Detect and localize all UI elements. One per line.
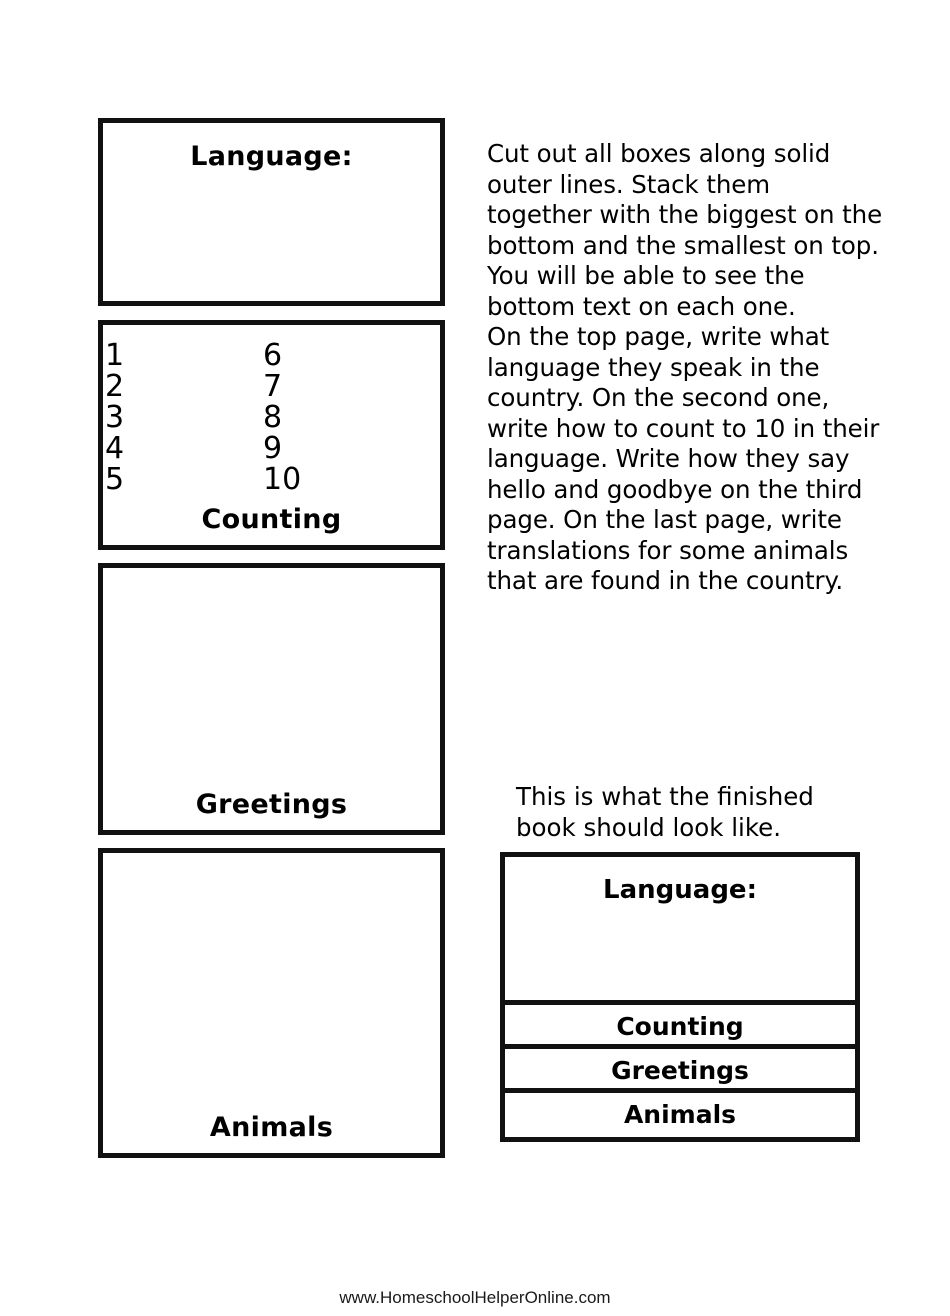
instruction-line: page. On the last page, write	[487, 505, 842, 534]
instruction-line: together with the biggest on the	[487, 200, 883, 229]
instruction-line: country. On the second one,	[487, 383, 830, 412]
finished-book-strip-counting: Counting	[505, 1005, 855, 1049]
count-number: 1	[105, 338, 125, 373]
cut-box-counting: 1 2 3 4 5 6 7 8 9 10 Counting	[98, 320, 445, 550]
instruction-line: hello and goodbye on the third	[487, 474, 863, 504]
instruction-line: Cut out all boxes along solid	[487, 139, 831, 168]
count-number: 8	[263, 399, 283, 435]
count-number: 10	[263, 461, 302, 497]
count-number: 4	[105, 430, 125, 466]
instruction-line: language. Write how they say	[487, 444, 850, 473]
instruction-line: outer lines. Stack them	[487, 169, 771, 199]
finished-book-caption: This is what the finished book should lo…	[516, 782, 876, 844]
count-number: 3	[105, 399, 125, 435]
instruction-line: that are found in the country.	[487, 566, 844, 595]
footer-website-url: www.HomeschoolHelperOnline.com	[339, 1288, 611, 1307]
finished-note-line: This is what the finished	[516, 782, 814, 811]
counting-column-right: 6 7 8 9 10	[263, 338, 302, 497]
cut-box-animals: Animals	[98, 848, 445, 1158]
greetings-box-label: Greetings	[195, 789, 348, 820]
cut-box-greetings: Greetings	[98, 563, 445, 835]
instruction-line: bottom text on each one.	[487, 291, 796, 321]
count-number: 5	[105, 461, 125, 497]
count-number: 6	[263, 338, 283, 373]
animals-box-label: Animals	[209, 1112, 334, 1143]
counting-number-columns: 1 2 3 4 5 6 7 8 9 10	[103, 340, 440, 494]
counting-box-label: Counting	[201, 504, 342, 535]
counting-column-left: 1 2 3 4 5	[105, 338, 125, 497]
cut-box-language: Language:	[98, 118, 445, 306]
instruction-line: language they speak in the	[487, 352, 820, 382]
finished-book-cover: Language:	[505, 857, 855, 1005]
count-number: 2	[105, 368, 125, 404]
finished-book-cover-title: Language:	[603, 875, 757, 905]
finished-book-diagram: Language: Counting Greetings Animals	[500, 852, 860, 1142]
instruction-line: write how to count to 10 in their	[487, 413, 880, 443]
instruction-line: translations for some animals	[487, 535, 849, 565]
instruction-line: bottom and the smallest on top.	[487, 230, 879, 260]
finished-note-line: book should look like.	[516, 812, 782, 842]
finished-book-strip-animals: Animals	[505, 1093, 855, 1137]
count-number: 9	[263, 430, 283, 466]
instruction-line: You will be able to see the	[487, 261, 805, 290]
finished-book-strip-greetings: Greetings	[505, 1049, 855, 1093]
language-box-title: Language:	[190, 141, 353, 172]
instruction-line: On the top page, write what	[487, 322, 830, 351]
count-number: 7	[263, 368, 283, 404]
instructions-paragraph: Cut out all boxes along solid outer line…	[487, 139, 912, 597]
